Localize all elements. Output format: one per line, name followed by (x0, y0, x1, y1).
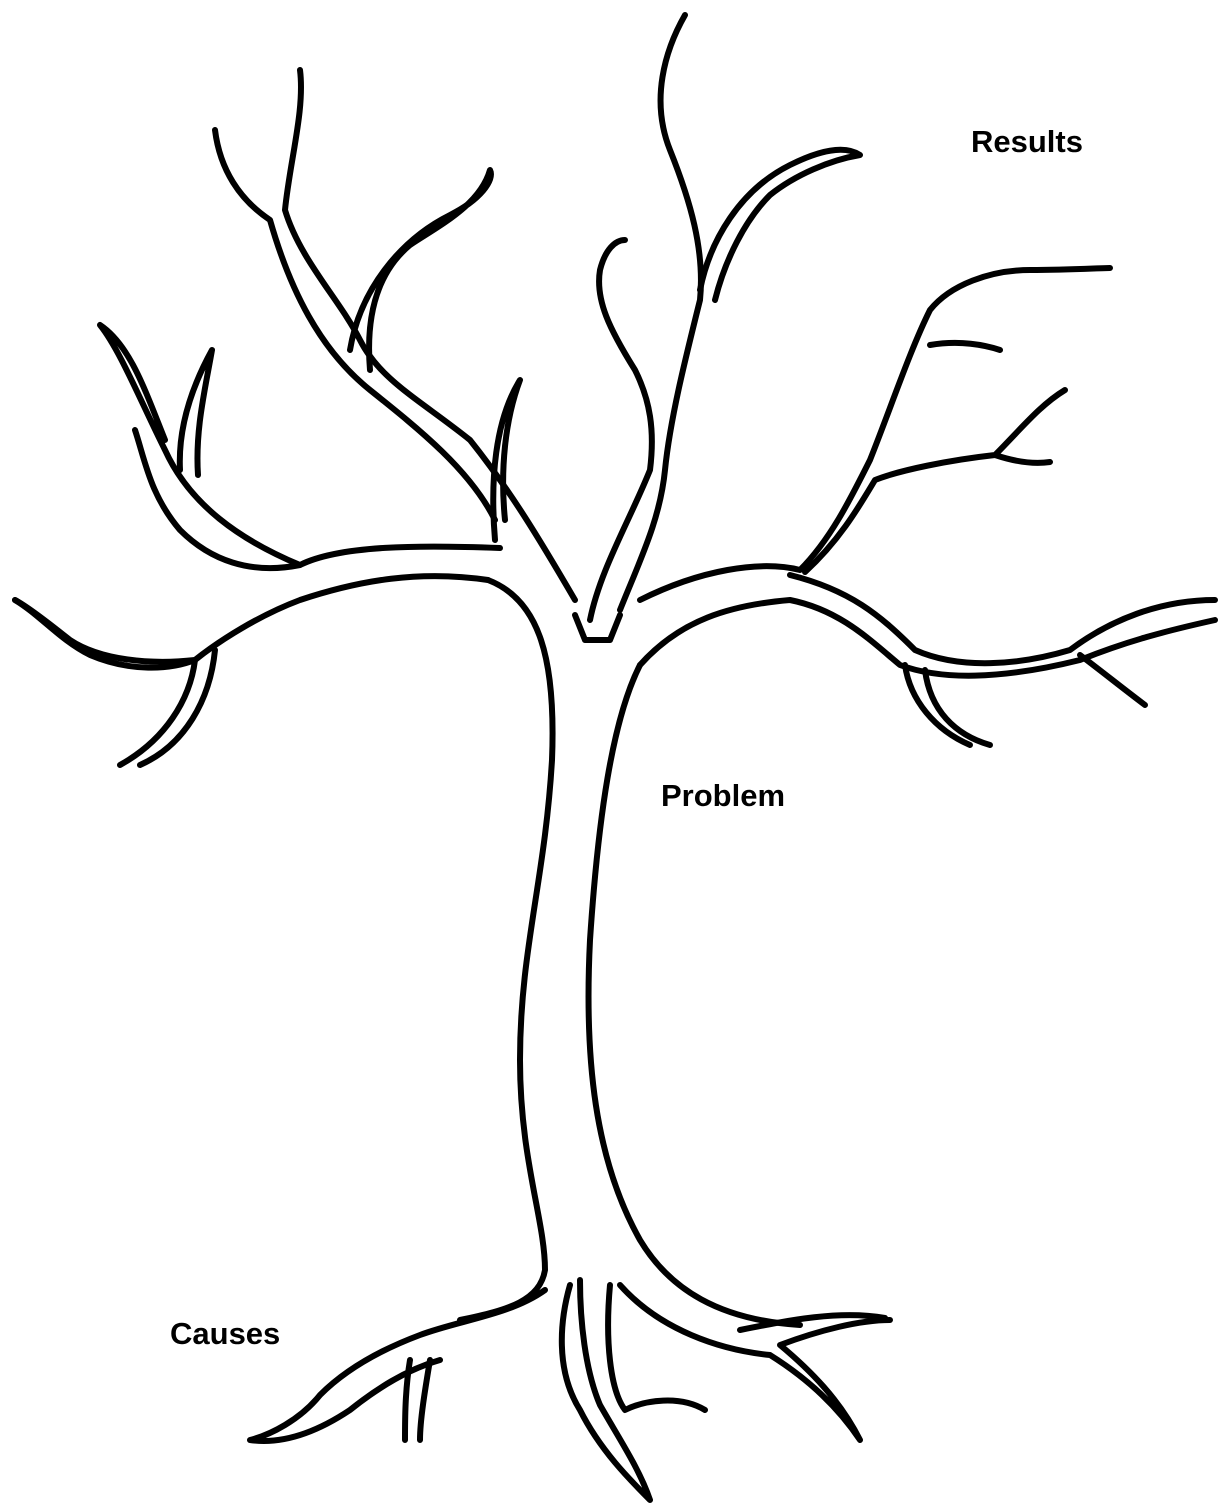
branch-right-lower (790, 575, 1215, 663)
root-center-right (608, 1285, 705, 1410)
twig-right-upper-small (930, 343, 1050, 463)
root-right (620, 1285, 890, 1440)
branch-right-upper-inner (805, 390, 1065, 572)
branch-right-upper (640, 268, 1110, 600)
branch-left-upper-inner (285, 70, 575, 600)
root-left-branch (405, 1360, 430, 1440)
trunk-left-edge (460, 580, 553, 1320)
results-label: Results (971, 126, 1083, 157)
branch-center-upper (620, 15, 701, 610)
branch-left-lower-under (15, 600, 195, 668)
twig-center-upper-right (700, 150, 860, 300)
twig-left-upper-fork (350, 170, 491, 370)
branch-left-lower (15, 576, 488, 662)
twig-left-middle-upright (180, 350, 212, 475)
root-left (250, 1290, 545, 1441)
branch-left-middle-top (100, 325, 500, 565)
twig-right-lower-tip (1080, 655, 1145, 705)
branch-left-middle-under (135, 430, 300, 568)
branch-center-upper-inner (590, 240, 652, 620)
branch-right-lower-under (640, 600, 1215, 676)
causes-label: Causes (170, 1318, 280, 1349)
branch-center-left (493, 380, 520, 540)
problem-label: Problem (661, 780, 785, 811)
trunk-crotch-center (575, 615, 620, 640)
trunk-right-edge (588, 665, 800, 1325)
